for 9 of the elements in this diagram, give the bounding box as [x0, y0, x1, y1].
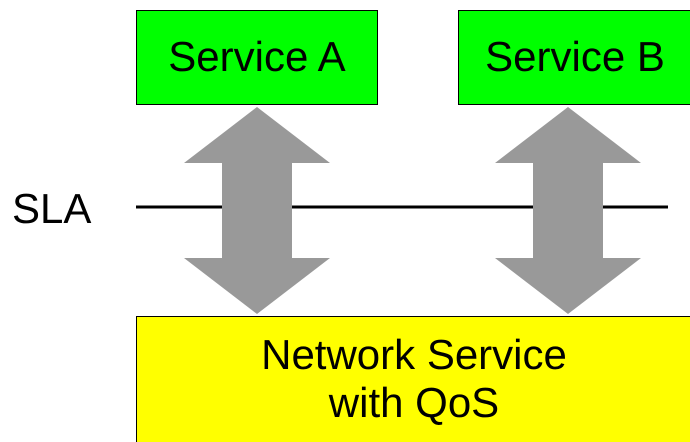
service-label: Service B	[485, 33, 665, 82]
service-box	[136, 10, 378, 105]
service-box	[136, 316, 690, 442]
double-arrow	[184, 107, 330, 314]
service-box	[458, 10, 690, 105]
service-label: Network Service with QoS	[260, 330, 568, 428]
double-arrow	[495, 107, 641, 314]
sla-label: SLA	[12, 186, 92, 232]
service-label: Service A	[168, 33, 346, 82]
